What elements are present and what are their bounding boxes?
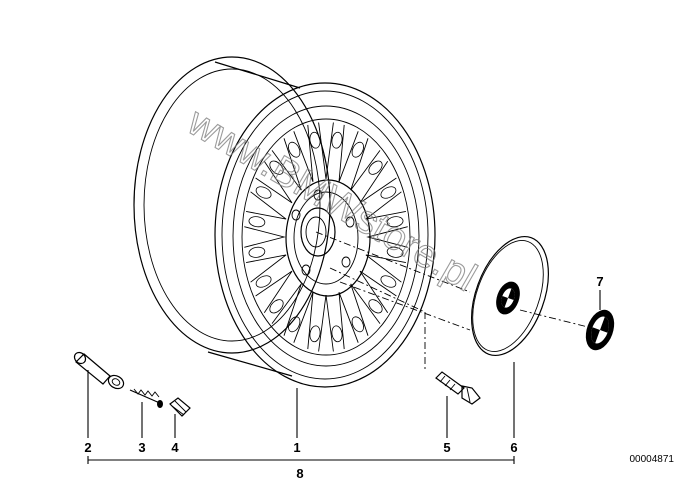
valve-cap (169, 397, 191, 417)
spoke (365, 191, 406, 220)
spoke (318, 122, 334, 180)
spoke (359, 270, 397, 313)
emblem (585, 309, 615, 351)
spoke-window (269, 299, 284, 314)
spoke-window (248, 246, 266, 258)
spoke (271, 283, 302, 336)
spoke-window (386, 216, 404, 228)
part-label-1: 1 (293, 440, 300, 455)
bmw-roundel-icon (496, 281, 520, 315)
spoke (293, 292, 314, 350)
leader-lines (87, 290, 601, 464)
part-label-7: 7 (596, 274, 603, 289)
spoke (244, 226, 286, 248)
part-label-5: 5 (443, 440, 450, 455)
spoke (255, 161, 293, 204)
spoke-window (386, 246, 404, 258)
spoke (359, 161, 397, 204)
spoke-window (368, 299, 383, 314)
wheel-bolt (435, 371, 481, 405)
spoke (350, 138, 381, 191)
wheel-front (214, 82, 436, 388)
spoke-window (368, 160, 383, 175)
part-label-3: 3 (138, 440, 145, 455)
spoke-window (351, 316, 364, 333)
spoke-window (380, 186, 397, 199)
spoke (246, 191, 287, 220)
spoke-window (255, 186, 272, 199)
part-label-4: 4 (171, 440, 179, 455)
spoke-window (288, 141, 301, 158)
spoke-window (331, 131, 343, 149)
part-label-8: 8 (296, 466, 303, 481)
spoke (338, 124, 359, 182)
assembly-lines (315, 231, 601, 372)
spoke (255, 270, 293, 313)
spoke (318, 294, 334, 352)
wheel-hub (285, 179, 371, 297)
spoke-window (351, 141, 364, 158)
spoke (365, 254, 406, 283)
spoke (246, 254, 287, 283)
spoke (293, 124, 314, 182)
spoke-window (309, 325, 321, 343)
spoke (350, 283, 381, 336)
spoke-window (248, 216, 266, 228)
spoke-window (269, 160, 284, 175)
part-label-2: 2 (84, 440, 91, 455)
spoke-window (255, 275, 272, 288)
spoke-window (331, 325, 343, 343)
spoke-window (380, 275, 397, 288)
diagram-code: 00004871 (630, 454, 675, 465)
spoke-window (288, 316, 301, 333)
spoke-window (309, 131, 321, 149)
spoke (271, 138, 302, 191)
valve-stem (73, 351, 125, 390)
hub-cap (471, 235, 549, 357)
wheel-rim-back (133, 56, 331, 377)
spoke (366, 226, 408, 248)
valve-insert (129, 388, 163, 408)
spoke (338, 292, 359, 350)
part-label-6: 6 (510, 440, 517, 455)
